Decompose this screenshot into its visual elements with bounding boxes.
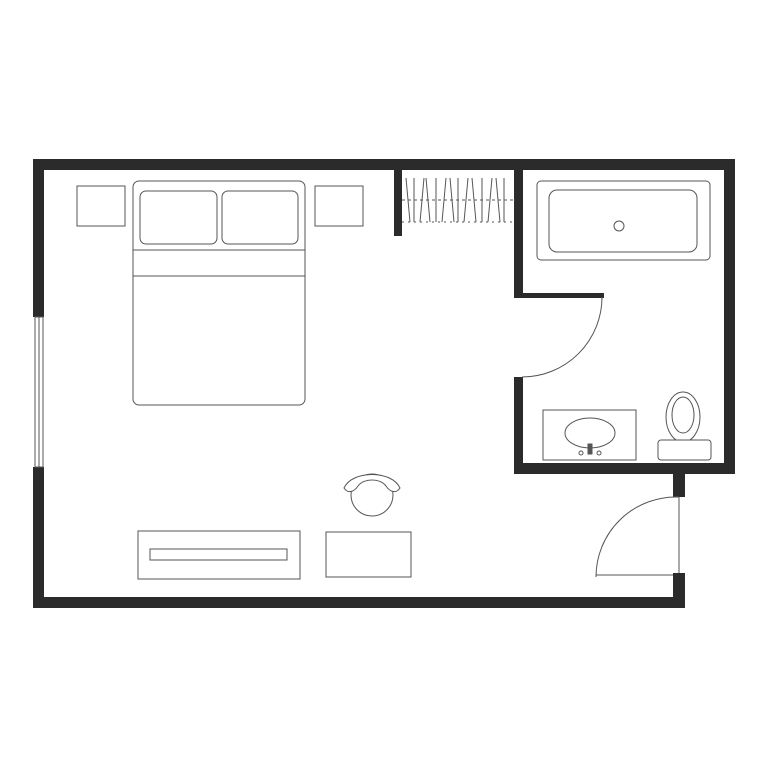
bathtub-inner <box>548 189 698 253</box>
hanger <box>449 177 455 223</box>
window <box>34 316 44 468</box>
wall-bath-left-lower <box>514 377 523 474</box>
double-bed <box>132 180 306 406</box>
wall-bath-right <box>724 159 735 474</box>
hanger <box>471 177 477 223</box>
hanger <box>441 177 447 223</box>
wall-top <box>33 159 735 170</box>
faucet-handle <box>578 450 584 456</box>
walls <box>33 159 735 608</box>
hanger <box>419 177 425 223</box>
faucet <box>587 443 593 455</box>
pillow <box>221 190 299 245</box>
bathtub-drain <box>613 220 625 232</box>
hanger <box>487 177 493 223</box>
wall-left-upper <box>33 159 44 317</box>
bathroom-door <box>521 296 603 378</box>
desk <box>325 531 412 578</box>
nightstand <box>76 185 126 227</box>
toilet-tank <box>657 439 712 461</box>
toilet-seat <box>671 396 695 434</box>
dresser <box>137 530 301 580</box>
wall-bottom <box>33 597 685 608</box>
faucet-handle <box>596 450 602 456</box>
hanger <box>463 177 469 223</box>
closet-hangers <box>402 177 514 223</box>
door-swing-arc <box>521 296 603 378</box>
hanger <box>405 177 411 223</box>
chair-backrest <box>343 474 401 493</box>
hanger <box>425 177 431 223</box>
nightstand <box>314 185 364 227</box>
wall-right-lower <box>673 573 685 608</box>
hanger <box>495 177 501 223</box>
door-swing-arc <box>595 496 680 578</box>
dresser-top-detail <box>149 548 288 561</box>
wall-left-lower <box>33 467 44 608</box>
wall-entry-stub <box>673 463 685 497</box>
entry-door <box>595 496 680 578</box>
vanity-sink <box>542 409 637 461</box>
wall-bath-left-upper <box>514 159 523 293</box>
wall-closet-divider <box>394 159 402 236</box>
bathtub <box>536 180 711 261</box>
pillow <box>139 190 218 245</box>
wall-bath-bottom <box>514 463 735 474</box>
wall-bath-door-stub <box>514 293 604 298</box>
desk-chair <box>343 473 401 517</box>
toilet <box>657 391 712 461</box>
